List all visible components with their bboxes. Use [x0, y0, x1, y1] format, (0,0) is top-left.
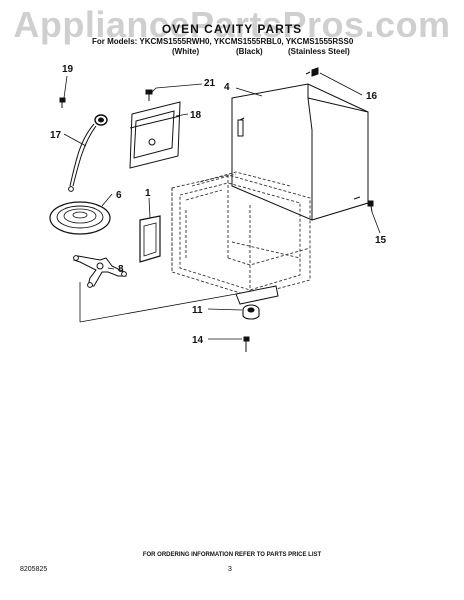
finish-stainless: (Stainless Steel) — [288, 47, 350, 56]
callout-21: 21 — [204, 78, 216, 89]
models-line: For Models: YKCMS1555RWH0, YKCMS1555RBL0… — [92, 37, 354, 46]
screw-part-19 — [59, 97, 66, 108]
callout-14: 14 — [192, 335, 204, 346]
callout-19: 19 — [62, 64, 74, 75]
screw-part-14 — [243, 336, 250, 352]
screw-part-15 — [367, 200, 374, 213]
callout-6: 6 — [116, 190, 122, 201]
document-number: 8205825 — [20, 566, 48, 573]
leader-lines — [63, 72, 381, 340]
callout-1: 1 — [145, 188, 151, 199]
page-number: 3 — [228, 566, 232, 573]
screw-part-21 — [145, 89, 153, 101]
ordering-info-note: FOR ORDERING INFORMATION REFER TO PARTS … — [142, 552, 322, 558]
watermark-text: AppliancePartsPros.com — [13, 4, 451, 45]
callout-8: 8 — [118, 264, 124, 275]
door-seal-part — [139, 215, 161, 263]
glass-tray-part — [49, 201, 111, 235]
callout-15: 15 — [375, 235, 387, 246]
callout-17: 17 — [50, 130, 62, 141]
cavity-mounting-bracket — [235, 285, 279, 305]
turntable-support-part — [73, 255, 127, 288]
foot-part — [242, 304, 260, 320]
callout-numbers: 19 21 18 17 4 16 6 1 8 15 11 14 — [50, 64, 387, 346]
waveguide-cover-part — [129, 101, 181, 169]
finish-white: (White) — [172, 47, 200, 56]
callout-11: 11 — [192, 305, 203, 316]
outer-wrapper-part — [231, 83, 369, 221]
screw-part-16 — [305, 67, 319, 77]
finish-black: (Black) — [236, 47, 263, 56]
callout-4: 4 — [224, 82, 230, 93]
turntable-motor-part — [68, 114, 108, 192]
oven-cavity — [171, 171, 311, 297]
callout-16: 16 — [366, 91, 378, 102]
page-title: OVEN CAVITY PARTS — [161, 22, 303, 36]
callout-18: 18 — [190, 110, 202, 121]
